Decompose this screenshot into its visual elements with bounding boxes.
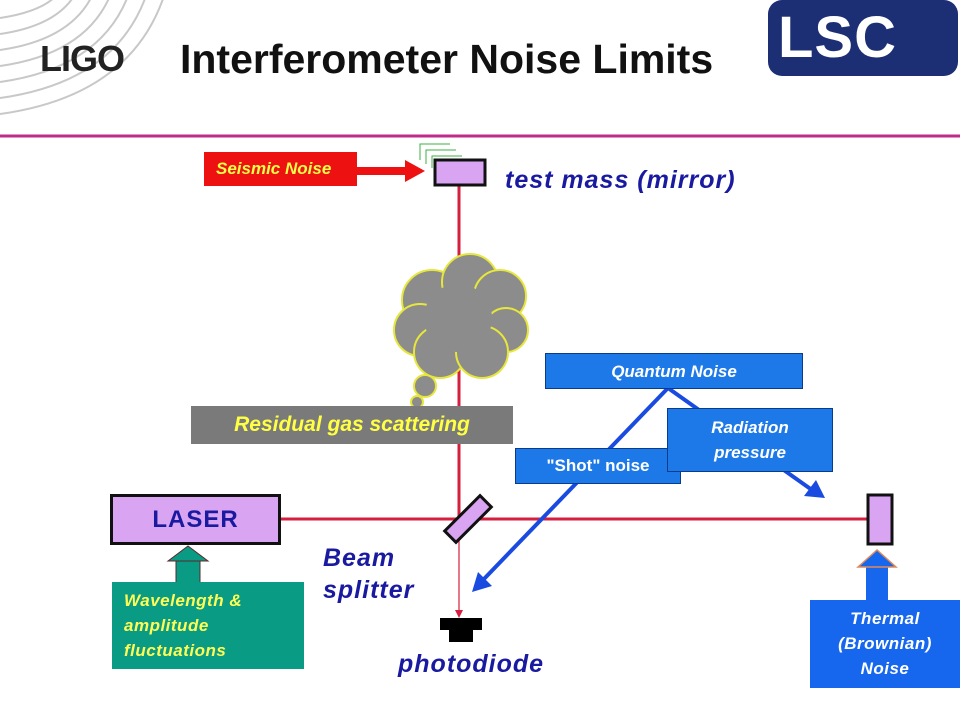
- quantum-noise-label: Quantum Noise: [545, 353, 803, 389]
- shot-noise-label: "Shot" noise: [515, 448, 681, 484]
- thermal-line-2: (Brownian): [838, 634, 932, 653]
- gas-cloud-icon: [393, 253, 529, 409]
- radiation-pressure-label: Radiation pressure: [667, 408, 833, 472]
- test-mass-label: test mass (mirror): [505, 166, 736, 194]
- residual-gas-label: Residual gas scattering: [191, 406, 513, 444]
- thermal-line-1: Thermal: [850, 609, 920, 628]
- wavelength-line-3: fluctuations: [124, 641, 227, 660]
- photodiode-beam-arrowhead: [455, 610, 463, 618]
- seismic-noise-label: Seismic Noise: [204, 152, 357, 186]
- photodiode-icon: [440, 618, 482, 642]
- laser-box: LASER: [110, 494, 281, 545]
- radiation-pressure-line-2: pressure: [714, 443, 786, 462]
- beam-splitter-line-2: splitter: [323, 576, 415, 604]
- wavelength-fluctuations-label: Wavelength & amplitude fluctuations: [112, 582, 304, 669]
- lsc-logo: LSC: [768, 0, 958, 76]
- shot-noise-arrowhead: [472, 572, 492, 592]
- radiation-pressure-line-1: Radiation: [711, 418, 789, 437]
- ligo-logo: LIGO: [40, 38, 125, 79]
- wavelength-line-2: amplitude: [124, 616, 209, 635]
- test-mass-mirror: [433, 158, 487, 187]
- wavelength-arrow-icon: [166, 545, 210, 584]
- radiation-pressure-arrowhead: [804, 480, 825, 498]
- ligo-swirl-icon: [0, 0, 164, 115]
- beam-splitter: [442, 493, 494, 545]
- beam-splitter-line-1: Beam: [323, 544, 396, 572]
- thermal-arrow-icon: [856, 548, 898, 600]
- end-mirror: [866, 493, 894, 546]
- wavelength-line-1: Wavelength &: [124, 591, 243, 610]
- thermal-line-3: Noise: [860, 659, 910, 678]
- thermal-noise-label: Thermal (Brownian) Noise: [810, 600, 960, 688]
- photodiode-label: photodiode: [398, 650, 545, 678]
- page-title: Interferometer Noise Limits: [180, 36, 714, 82]
- seismic-arrow-icon: [357, 143, 462, 182]
- beam-splitter-label: Beam splitter: [323, 542, 453, 606]
